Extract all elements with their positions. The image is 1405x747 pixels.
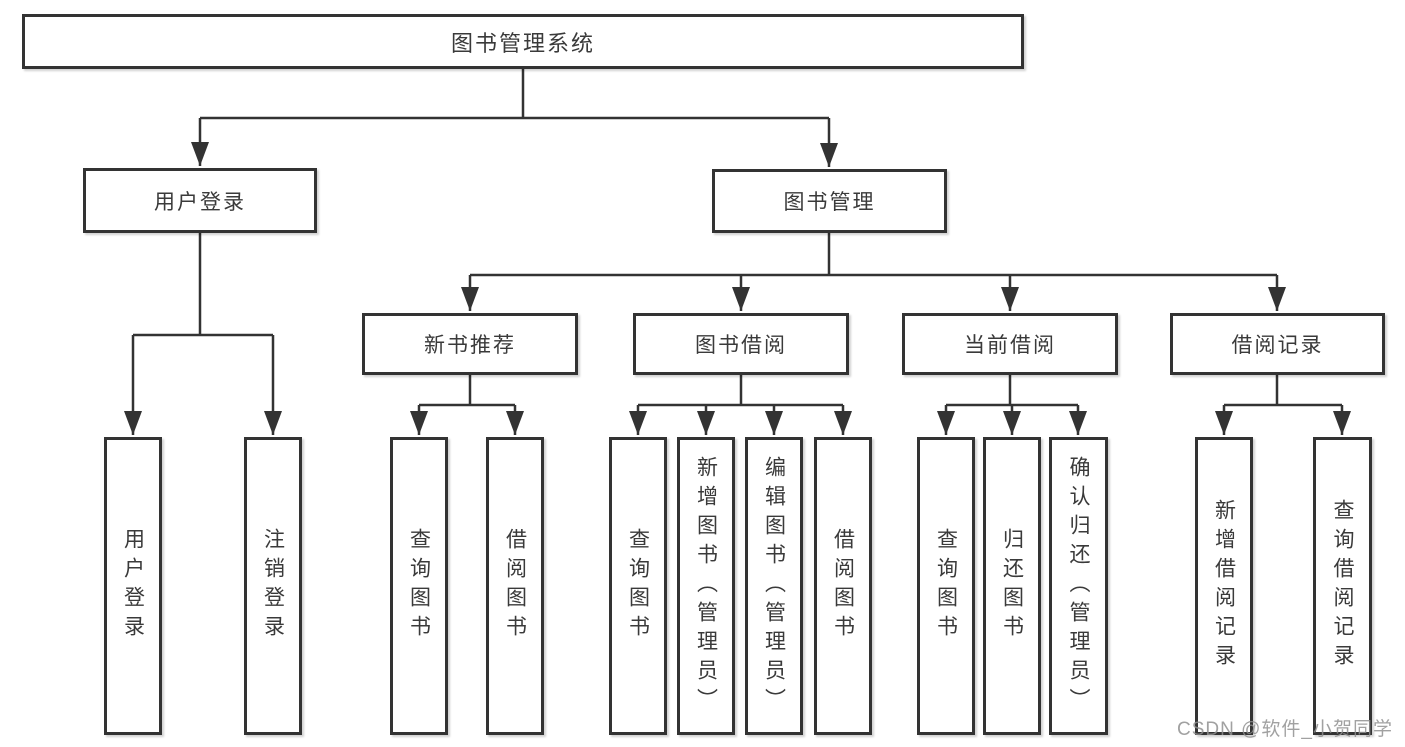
node-user-login: 用户登录 bbox=[83, 168, 317, 233]
node-book-management: 图书管理 bbox=[712, 169, 947, 233]
node-new-book-recommend: 新书推荐 bbox=[362, 313, 578, 375]
leaf-borrow-book-2: 借阅图书 bbox=[814, 437, 872, 735]
leaf-query-borrow-record: 查询借阅记录 bbox=[1313, 437, 1372, 735]
leaf-edit-book-admin: 编辑图书（管理员） bbox=[745, 437, 803, 735]
csdn-watermark: CSDN @软件_小贺同学 bbox=[1177, 719, 1393, 740]
leaf-logout: 注销登录 bbox=[244, 437, 302, 735]
leaf-query-book-2: 查询图书 bbox=[609, 437, 667, 735]
leaf-user-login: 用户登录 bbox=[104, 437, 162, 735]
leaf-add-borrow-record: 新增借阅记录 bbox=[1195, 437, 1253, 735]
leaf-borrow-book-1: 借阅图书 bbox=[486, 437, 544, 735]
leaf-query-book-3: 查询图书 bbox=[917, 437, 975, 735]
node-library-management-system: 图书管理系统 bbox=[22, 14, 1024, 69]
node-current-borrow: 当前借阅 bbox=[902, 313, 1118, 375]
connectors bbox=[124, 69, 1351, 435]
node-borrow-record: 借阅记录 bbox=[1170, 313, 1385, 375]
node-book-borrow: 图书借阅 bbox=[633, 313, 849, 375]
leaf-add-book-admin: 新增图书（管理员） bbox=[677, 437, 735, 735]
leaf-confirm-return-admin: 确认归还（管理员） bbox=[1049, 437, 1108, 735]
leaf-query-book-1: 查询图书 bbox=[390, 437, 448, 735]
leaf-return-book: 归还图书 bbox=[983, 437, 1041, 735]
